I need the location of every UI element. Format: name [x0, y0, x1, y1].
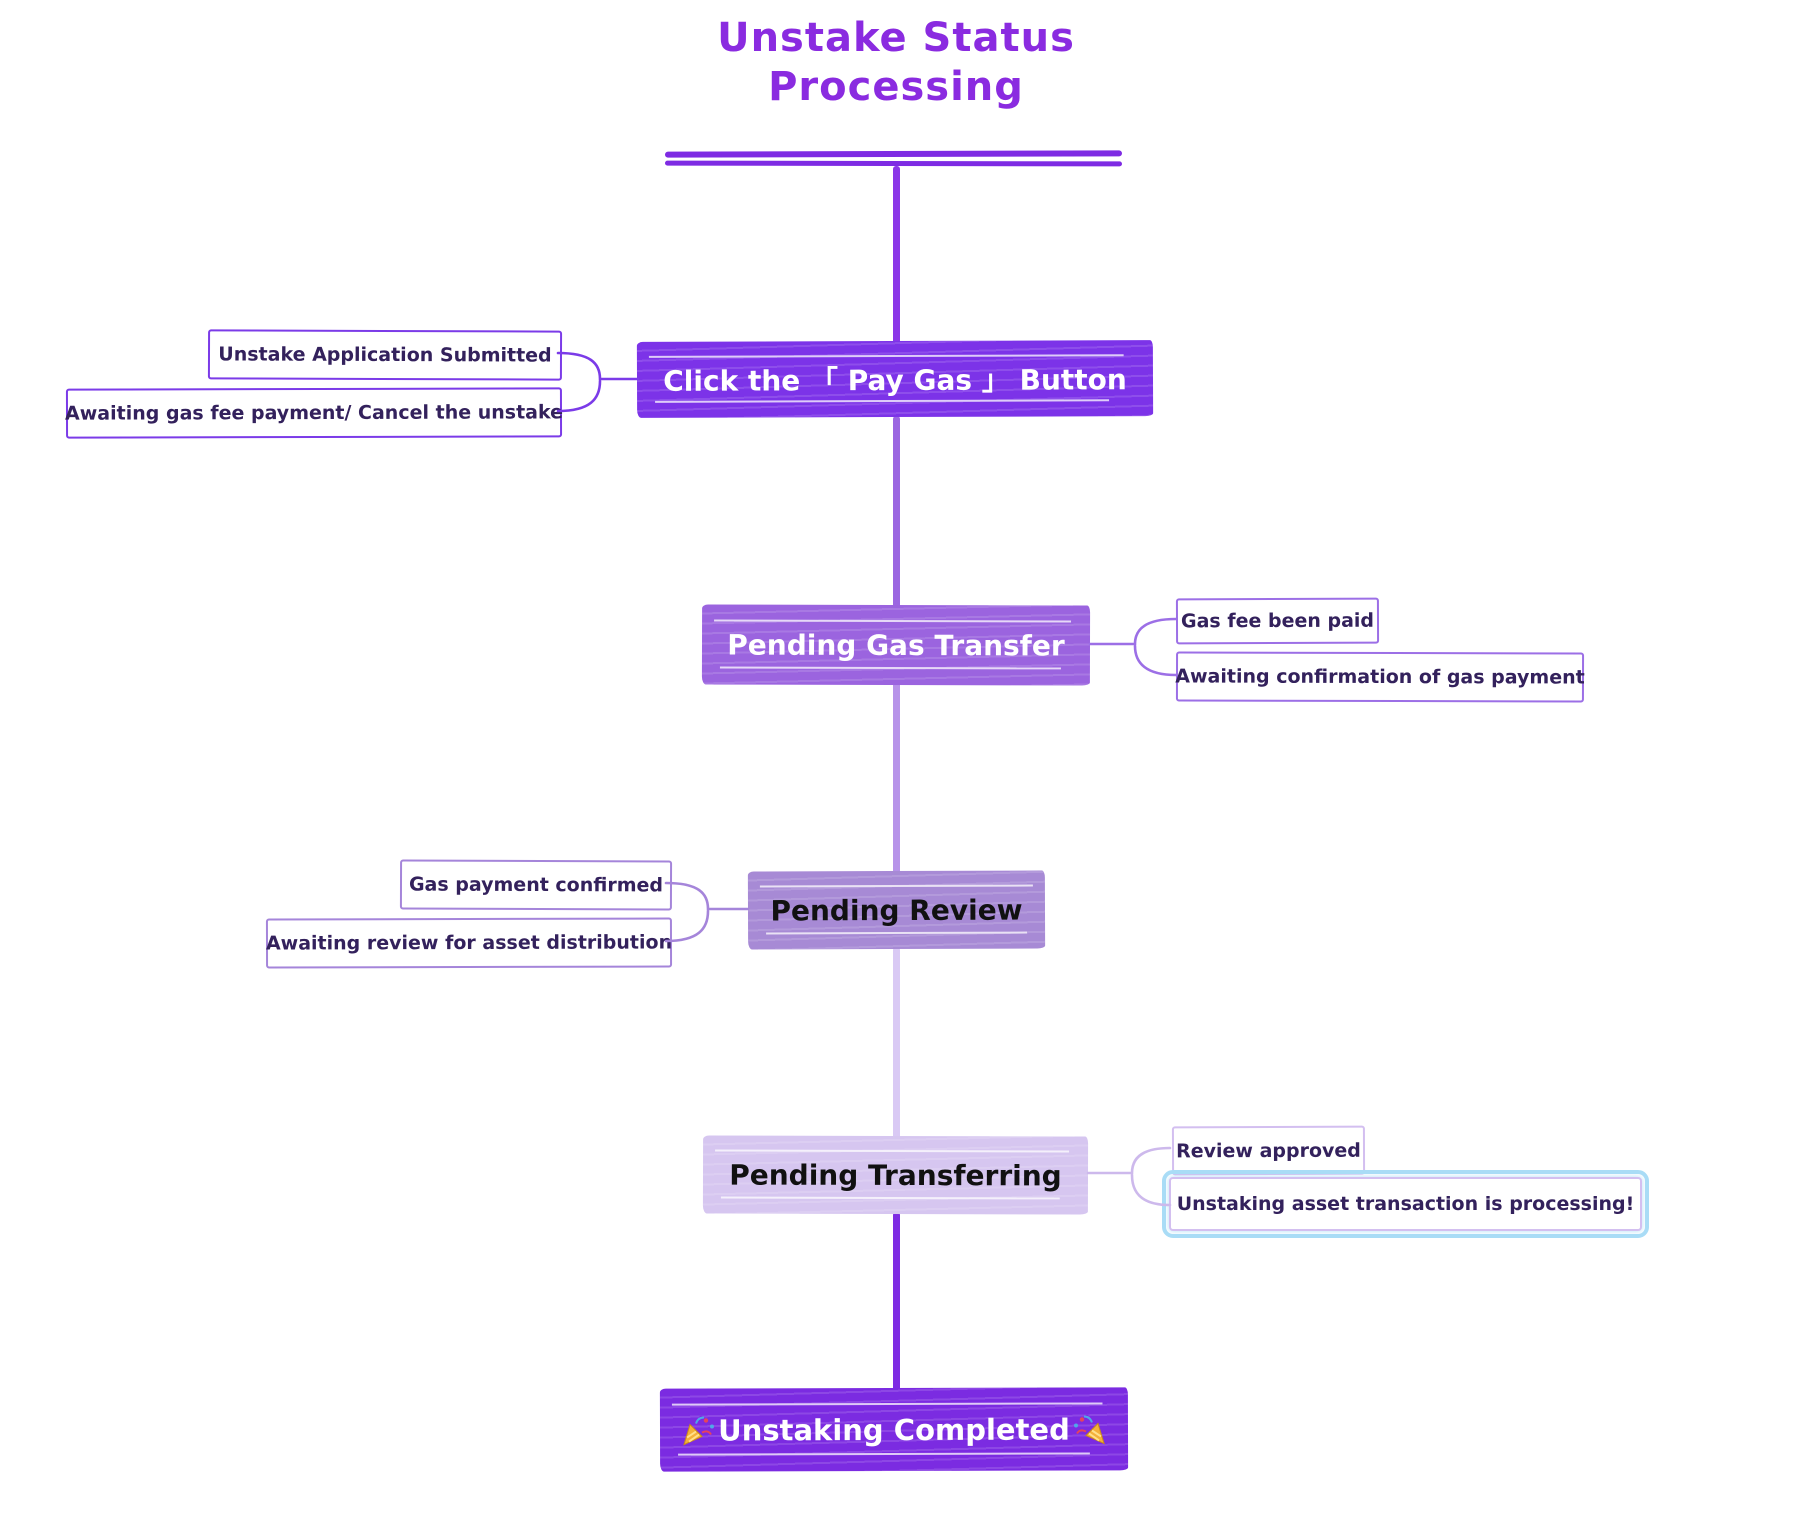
note-awaiting-review-asset-distribution[interactable]: Awaiting review for asset distribution	[265, 917, 673, 969]
connector-stage-1-notes	[556, 351, 640, 413]
timeline-segment-1	[893, 166, 900, 344]
note-label: Review approved	[1176, 1139, 1361, 1162]
stage-node-label: Pending Gas Transfer	[727, 628, 1065, 662]
timeline-segment-4	[893, 947, 900, 1139]
title-line-1: Unstake Status	[717, 15, 1075, 61]
stage-node-label: Pending Review	[770, 893, 1023, 927]
title-underline-top	[664, 150, 1123, 158]
stage-node-label: Unstaking Completed	[718, 1412, 1070, 1447]
note-label: Gas fee been paid	[1180, 609, 1375, 633]
title-line-2: Processing	[768, 64, 1024, 110]
stage-node-pay-gas[interactable]: Click the 「 Pay Gas 」 Button	[636, 340, 1154, 418]
party-popper-icon	[683, 1415, 715, 1445]
note-label: Awaiting gas fee payment/ Cancel the uns…	[65, 401, 564, 425]
diagram-title[interactable]: Unstake Status Processing	[596, 14, 1196, 112]
connector-stage-4-notes	[1086, 1146, 1172, 1207]
connector-stage-2-notes	[1088, 617, 1178, 677]
stage-node-pending-transferring[interactable]: Pending Transferring	[702, 1135, 1089, 1215]
stage-node-pending-review[interactable]: Pending Review	[747, 870, 1046, 950]
note-awaiting-gas-fee-payment[interactable]: Awaiting gas fee payment/ Cancel the uns…	[65, 387, 564, 439]
timeline-segment-2	[893, 416, 900, 608]
note-label: Gas payment confirmed	[408, 873, 664, 897]
stage-node-unstaking-completed[interactable]: Unstaking Completed	[659, 1387, 1129, 1472]
note-label: Unstaking asset transaction is processin…	[1176, 1193, 1635, 1215]
note-review-approved[interactable]: Review approved	[1171, 1125, 1366, 1176]
note-unstaking-asset-transaction-processing[interactable]: Unstaking asset transaction is processin…	[1162, 1170, 1649, 1238]
note-awaiting-confirmation-gas-payment[interactable]: Awaiting confirmation of gas payment	[1175, 651, 1585, 703]
note-label: Unstake Application Submitted	[218, 343, 552, 367]
note-gas-fee-been-paid[interactable]: Gas fee been paid	[1175, 597, 1380, 645]
timeline-segment-3	[893, 682, 900, 874]
note-label: Awaiting confirmation of gas payment	[1175, 665, 1585, 689]
note-gas-payment-confirmed[interactable]: Gas payment confirmed	[399, 859, 673, 911]
stage-node-label: Click the 「 Pay Gas 」 Button	[663, 363, 1127, 398]
note-label: Awaiting review for asset distribution	[265, 931, 673, 955]
stage-node-label: Pending Transferring	[729, 1158, 1062, 1192]
timeline-segment-5	[893, 1212, 900, 1391]
stage-node-pending-gas-transfer[interactable]: Pending Gas Transfer	[701, 604, 1091, 686]
connector-stage-3-notes	[664, 881, 750, 943]
note-unstake-application-submitted[interactable]: Unstake Application Submitted	[207, 329, 563, 381]
party-popper-icon	[1073, 1414, 1105, 1444]
